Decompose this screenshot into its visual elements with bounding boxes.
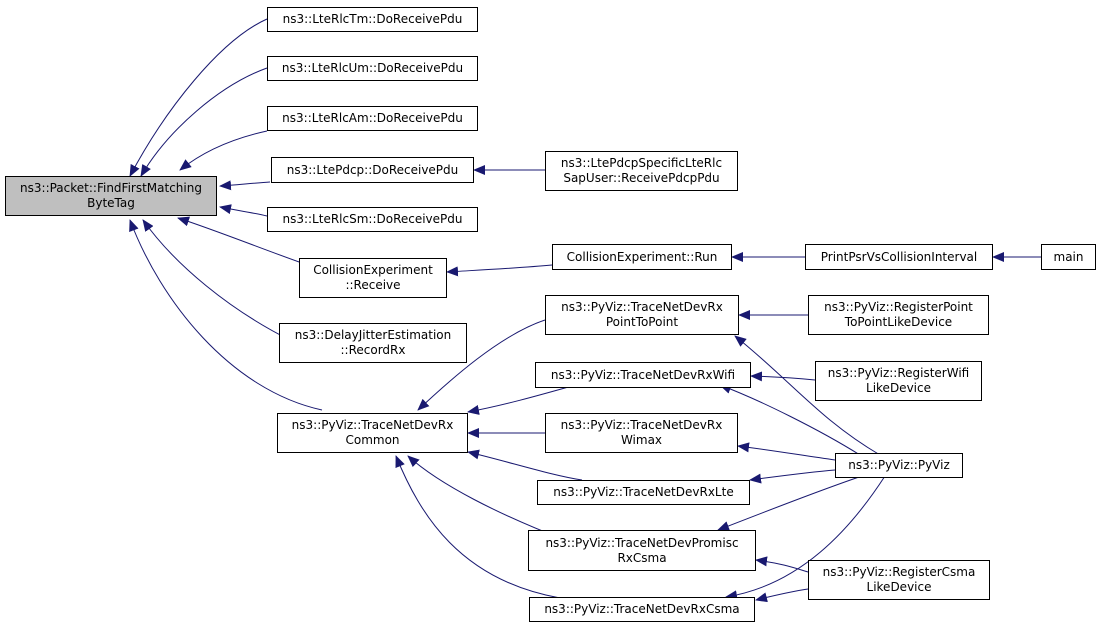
node-label-line1: ns3::Packet::FindFirstMatching (20, 181, 202, 195)
node-pyviz-tracenetdevrxwimax[interactable]: ns3::PyViz::TraceNetDevRx Wimax (545, 413, 738, 453)
edge-rlcam-root (179, 130, 268, 171)
node-label-line2: ::Receive (345, 278, 401, 292)
edge-rlcsm-root (219, 204, 268, 217)
edge-p2p-common (417, 319, 546, 411)
node-label-line1: ns3::LtePdcpSpecificLteRlc (560, 156, 723, 170)
node-label-line2: LikeDevice (866, 580, 932, 594)
node-label-line1: ns3::DelayJitterEstimation (294, 328, 452, 342)
node-packet-findfirstmatchingbytetag: ns3::Packet::FindFirstMatching ByteTag (5, 176, 217, 216)
node-label: ns3::LteRlcAm::DoReceivePdu (282, 111, 463, 125)
node-lterlcum-doreceivepdu[interactable]: ns3::LteRlcUm::DoReceivePdu (267, 56, 478, 81)
node-pyviz-pyviz[interactable]: ns3::PyViz::PyViz (835, 453, 963, 478)
node-delayjitterestimation-recordrx[interactable]: ns3::DelayJitterEstimation ::RecordRx (279, 323, 467, 363)
node-label: ns3::PyViz::TraceNetDevRxLte (553, 485, 734, 499)
edge-pyviz-wimax (737, 442, 836, 461)
node-label-line1: ns3::PyViz::TraceNetDevRx (561, 300, 723, 314)
node-label-line1: CollisionExperiment (313, 263, 433, 277)
edge-csma-common (395, 455, 561, 599)
node-label-line1: ns3::PyViz::TraceNetDevRx (560, 418, 723, 432)
node-printpsrvscollisioninterval[interactable]: PrintPsrVsCollisionInterval (805, 244, 993, 270)
node-label: ns3::LteRlcSm::DoReceivePdu (282, 212, 463, 226)
node-label: ns3::PyViz::TraceNetDevRxWifi (550, 367, 736, 382)
node-label: CollisionExperiment::Run (566, 249, 718, 264)
node-label: ns3::LtePdcp::DoReceivePdu (286, 162, 459, 177)
node-lterlcam-doreceivepdu[interactable]: ns3::LteRlcAm::DoReceivePdu (267, 106, 478, 131)
edge-pyviz-promisc (717, 474, 866, 531)
node-pyviz-registerpointtopointlikedevice[interactable]: ns3::PyViz::RegisterPoint ToPointLikeDev… (808, 295, 989, 335)
edge-regcsma-csma (755, 588, 809, 603)
node-label-line1: ns3::PyViz::RegisterPoint (824, 300, 973, 314)
node-label: main (1053, 249, 1084, 264)
node-label-line2: Wimax (620, 433, 663, 447)
edge-pyviz-wifi (719, 384, 861, 456)
edge-rlctm-root (129, 18, 268, 177)
edge-regcsma-promisc (755, 556, 809, 573)
edge-wifi-common (467, 385, 573, 415)
node-label: ns3::LteRlcUm::DoReceivePdu (281, 61, 464, 75)
node-label: PrintPsrVsCollisionInterval (820, 249, 978, 264)
node-ltepdcpspecificlterlcsapuser-receivepdcppdu[interactable]: ns3::LtePdcpSpecificLteRlc SapUser::Rece… (545, 151, 738, 191)
node-label: ns3::LteRlcTm::DoReceivePdu (282, 12, 463, 26)
node-ltepdcp-doreceivepdu[interactable]: ns3::LtePdcp::DoReceivePdu (271, 157, 474, 183)
edge-pyviz-p2p (734, 335, 881, 456)
node-label-line2: ByteTag (87, 196, 135, 210)
node-label: ns3::PyViz::PyViz (848, 458, 950, 472)
node-pyviz-tracenetdevrxcsma[interactable]: ns3::PyViz::TraceNetDevRxCsma (529, 597, 755, 622)
node-label-line2: ::RecordRx (340, 343, 406, 357)
node-label-line1: ns3::PyViz::RegisterWifi (827, 366, 970, 380)
node-pyviz-tracenetdevrxpointtopoint[interactable]: ns3::PyViz::TraceNetDevRx PointToPoint (545, 295, 739, 335)
edge-collrecv-root (177, 216, 303, 264)
node-label-line2: PointToPoint (605, 315, 679, 329)
edge-collrun-collrecv (446, 264, 553, 277)
node-label-line1: ns3::PyViz::TraceNetDevRx (291, 418, 454, 432)
node-collisionexperiment-run[interactable]: CollisionExperiment::Run (552, 244, 732, 270)
node-pyviz-registercsmalikedevice[interactable]: ns3::PyViz::RegisterCsma LikeDevice (808, 560, 990, 600)
node-label-line1: ns3::PyViz::TraceNetDevPromisc (545, 535, 739, 550)
node-lterlcsm-doreceivepdu[interactable]: ns3::LteRlcSm::DoReceivePdu (267, 207, 478, 232)
edge-pyviz-csma (725, 475, 886, 601)
node-collisionexperiment-receive[interactable]: CollisionExperiment ::Receive (299, 258, 447, 298)
node-lterlctm-doreceivepdu[interactable]: ns3::LteRlcTm::DoReceivePdu (267, 7, 478, 32)
edge-rlcum-root (140, 67, 268, 177)
node-label-line2: RxCsma (617, 550, 667, 565)
node-label-line2: SapUser::ReceivePdcpPdu (563, 171, 720, 185)
node-label-line1: ns3::PyViz::RegisterCsma (822, 565, 976, 579)
node-label-line2: Common (345, 433, 400, 447)
edge-common-root (129, 219, 323, 411)
edge-pyviz-lte (749, 469, 836, 484)
edge-regwifi-wifi (750, 371, 816, 382)
edge-lte-common (467, 449, 583, 481)
node-pyviz-tracenetdevrxcommon[interactable]: ns3::PyViz::TraceNetDevRx Common (277, 413, 468, 453)
node-label-line2: ToPointLikeDevice (844, 315, 953, 329)
node-pyviz-tracenetdevpromiscrxcsma[interactable]: ns3::PyViz::TraceNetDevPromisc RxCsma (528, 530, 756, 571)
edge-delay-root (142, 219, 291, 341)
node-pyviz-registerwifilikedevice[interactable]: ns3::PyViz::RegisterWifi LikeDevice (815, 361, 982, 401)
node-label-line2: LikeDevice (866, 381, 931, 395)
node-pyviz-tracenetdevrxwifi[interactable]: ns3::PyViz::TraceNetDevRxWifi (535, 362, 751, 388)
edge-pdcp-root (219, 180, 271, 191)
node-pyviz-tracenetdevrxlte[interactable]: ns3::PyViz::TraceNetDevRxLte (537, 480, 750, 505)
node-main[interactable]: main (1041, 244, 1096, 270)
node-label: ns3::PyViz::TraceNetDevRxCsma (544, 602, 740, 616)
